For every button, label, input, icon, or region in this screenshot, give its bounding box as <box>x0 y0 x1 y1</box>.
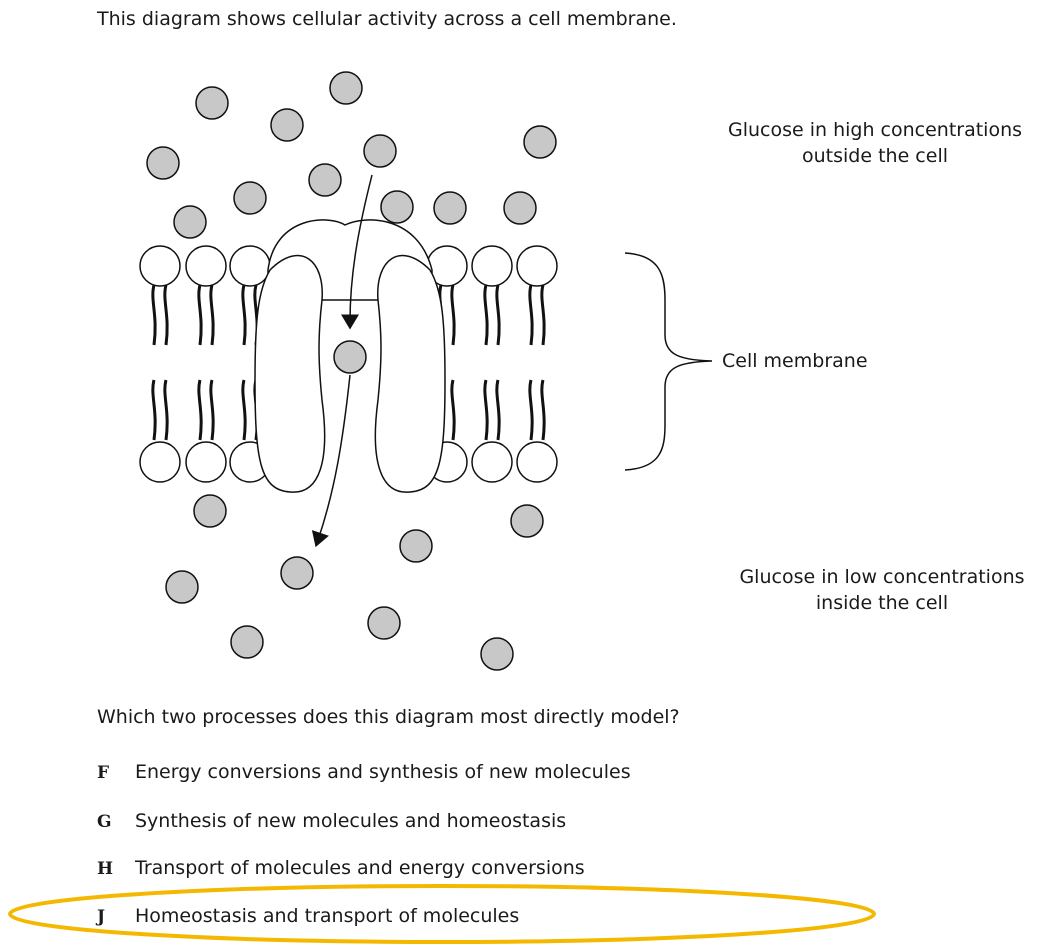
choice-g[interactable]: G Synthesis of new molecules and homeosta… <box>97 810 566 832</box>
phospholipid-heads-lower-right <box>426 441 558 483</box>
membrane-brace <box>624 252 713 471</box>
choice-j[interactable]: J Homeostasis and transport of molecules <box>97 905 519 927</box>
choice-h[interactable]: H Transport of molecules and energy conve… <box>97 857 585 879</box>
cell-membrane-label: Cell membrane <box>722 350 868 372</box>
choice-text: Transport of molecules and energy conver… <box>135 857 585 879</box>
inside-label-line-2: inside the cell <box>815 592 949 614</box>
intro-text: This diagram shows cellular activity acr… <box>97 8 677 30</box>
arrow-into-cell <box>311 374 351 548</box>
phospholipid-heads-upper <box>139 245 558 287</box>
choice-text: Energy conversions and synthesis of new … <box>135 761 631 783</box>
glucose-molecules-outside <box>146 71 557 239</box>
arrow-into-channel <box>341 174 373 330</box>
choice-letter: J <box>97 907 106 927</box>
inside-concentration-label: Glucose in low concentrations inside the… <box>712 564 1052 616</box>
choice-text: Homeostasis and transport of molecules <box>135 905 520 927</box>
choice-letter: F <box>97 763 110 783</box>
choice-letter: G <box>97 812 112 832</box>
question-text: Which two processes does this diagram mo… <box>97 706 680 728</box>
glucose-molecule-in-channel <box>333 340 367 374</box>
outside-label-line-1: Glucose in high concentrations <box>727 119 1023 141</box>
cell-membrane-diagram <box>139 71 713 671</box>
choice-f[interactable]: F Energy conversions and synthesis of new… <box>97 761 631 783</box>
phospholipid-heads-lower-left <box>139 441 271 483</box>
transport-protein <box>254 219 446 493</box>
choice-letter: H <box>97 859 114 879</box>
inside-label-line-1: Glucose in low concentrations <box>739 566 1025 588</box>
answer-highlight-ellipse <box>8 884 876 944</box>
choice-text: Synthesis of new molecules and homeostas… <box>135 810 567 832</box>
glucose-molecules-inside <box>165 494 544 671</box>
outside-label-line-2: outside the cell <box>802 145 948 167</box>
glucose-movement-arrows <box>311 174 373 548</box>
outside-concentration-label: Glucose in high concentrations outside t… <box>705 117 1045 169</box>
